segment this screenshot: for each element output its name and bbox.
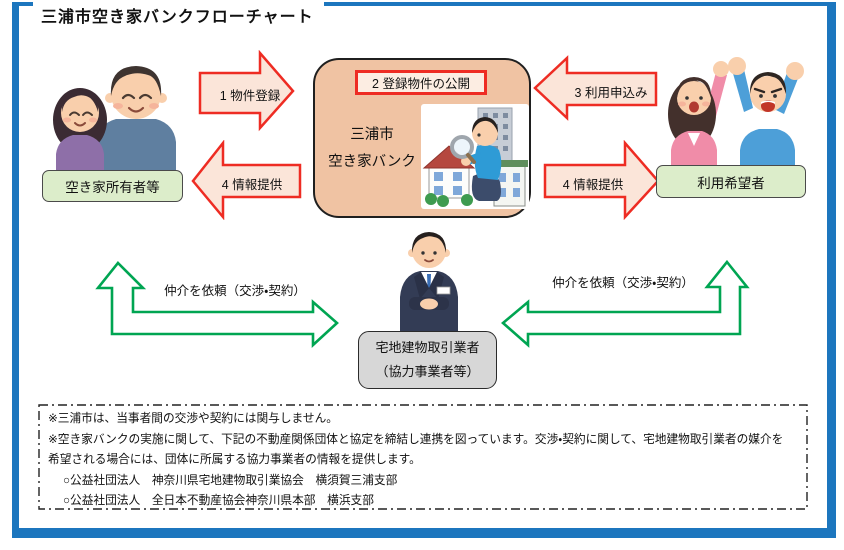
note-line-2: ※空き家バンクの実施に関して、下記の不動産関係団体と協定を締結し連携を図っていま… [48,432,784,446]
register-arrow-icon [198,50,295,132]
info-to-owner-arrow-icon [191,140,302,220]
page-title: 三浦市空き家バンクフローチャート [33,0,324,29]
agent-label-line2: （協力事業者等） [375,364,480,379]
man-inspecting-houses-illustration [421,104,529,209]
note-line-1: ※三浦市は、当事者間の交渉や契約には関与しません。 [48,412,338,425]
info-to-seeker-arrow-icon [543,140,660,220]
cheering-couple-illustration [668,57,804,166]
info-to-seeker-arrow-label: 4 情報提供 [562,178,624,192]
owner-label-box: 空き家所有者等 [42,170,183,202]
notes-text: ※三浦市は、当事者間の交渉や契約には関与しません。 ※空き家バンクの実施に関して… [48,409,800,512]
bank-name-line2: 空き家バンク [328,154,416,170]
seeker-label: 利用希望者 [697,175,765,191]
businessman-illustration [400,232,458,335]
register-arrow-label: 1 物件登録 [219,89,281,103]
notes-dashed-border [38,404,808,510]
mediate-right-arrow-icon [501,259,750,348]
bank-name-line1: 三浦市 [350,127,394,143]
info-to-owner-arrow-label: 4 情報提供 [221,178,283,192]
mediate-left-arrow-icon [95,261,339,348]
agent-label-line1: 宅地建物取引業者 [375,340,480,355]
note-line-4: ○公益社団法人 神奈川県宅地建物取引業協会 横須賀三浦支部 [63,473,398,487]
agent-label-box: 宅地建物取引業者 （協力事業者等） [358,331,497,389]
apply-arrow-label: 3 利用申込み [574,86,648,100]
elderly-couple-illustration [53,66,176,172]
blue-frame [12,2,836,538]
publish-listings-badge: 2 登録物件の公開 [355,70,487,95]
vacant-house-bank-box: 2 登録物件の公開 三浦市 空き家バンク [313,58,531,218]
seeker-label-box: 利用希望者 [656,165,806,198]
mediate-right-label: 仲介を依頼（交渉・契約） [552,276,694,290]
note-line-3: 希望される場合には、団体に所属する協力事業者の情報を提供します。 [48,453,421,466]
bank-name: 三浦市 空き家バンク [319,122,425,176]
note-line-5: ○公益社団法人 全日本不動産協会神奈川県本部 横浜支部 [63,494,374,507]
owner-label: 空き家所有者等 [65,180,160,195]
mediate-left-label: 仲介を依頼（交渉・契約） [164,284,306,298]
apply-arrow-icon [533,55,658,121]
